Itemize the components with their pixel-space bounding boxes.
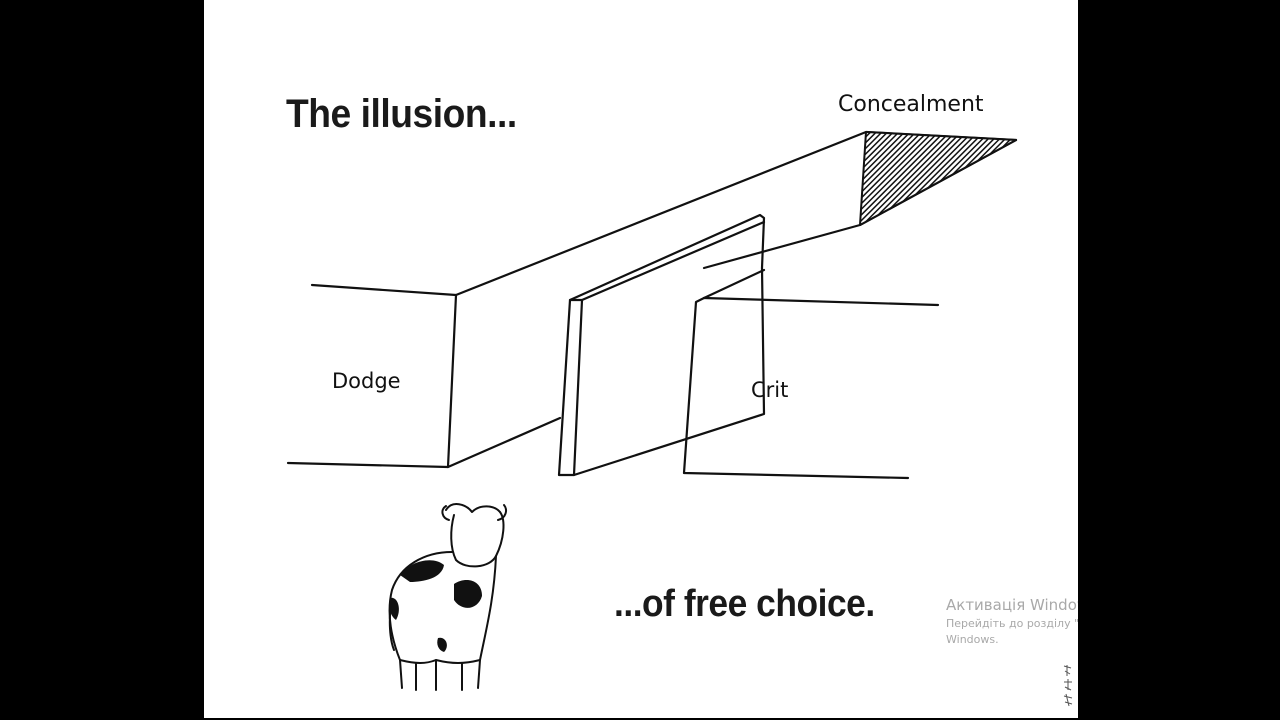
- artist-signature-mark: [1063, 665, 1073, 707]
- cow-illustration: [388, 503, 507, 691]
- label-dodge: Dodge: [332, 369, 401, 393]
- long-wall-bottom: [446, 416, 562, 469]
- middle-panel-edge: [568, 298, 584, 477]
- windows-activation-watermark: Активація Windows Перейдіть до розділу "…: [946, 596, 1078, 646]
- watermark-line: Перейдіть до розділу "Н: [946, 617, 1078, 630]
- label-crit: Crit: [751, 378, 789, 402]
- dodge-wall-face: [286, 283, 458, 469]
- maze-illustration: [286, 130, 1018, 691]
- crit-wall-left: [682, 296, 910, 480]
- concealment-opening: [859, 131, 1017, 226]
- watermark-title: Активація Windows: [946, 596, 1078, 614]
- crit-wall-face: [702, 296, 940, 307]
- middle-panel-top-edge: [580, 220, 766, 302]
- crit-wall-joint: [702, 268, 766, 300]
- cartoon-title-top: The illusion...: [286, 92, 517, 136]
- label-concealment: Concealment: [838, 92, 984, 117]
- cartoon-title-bottom: ...of free choice.: [614, 583, 875, 625]
- cow-spots: [389, 560, 482, 652]
- middle-panel: [557, 213, 766, 477]
- watermark-line: Windows.: [946, 633, 999, 646]
- cartoon-panel: The illusion... ...of free choice. Conce…: [204, 0, 1078, 718]
